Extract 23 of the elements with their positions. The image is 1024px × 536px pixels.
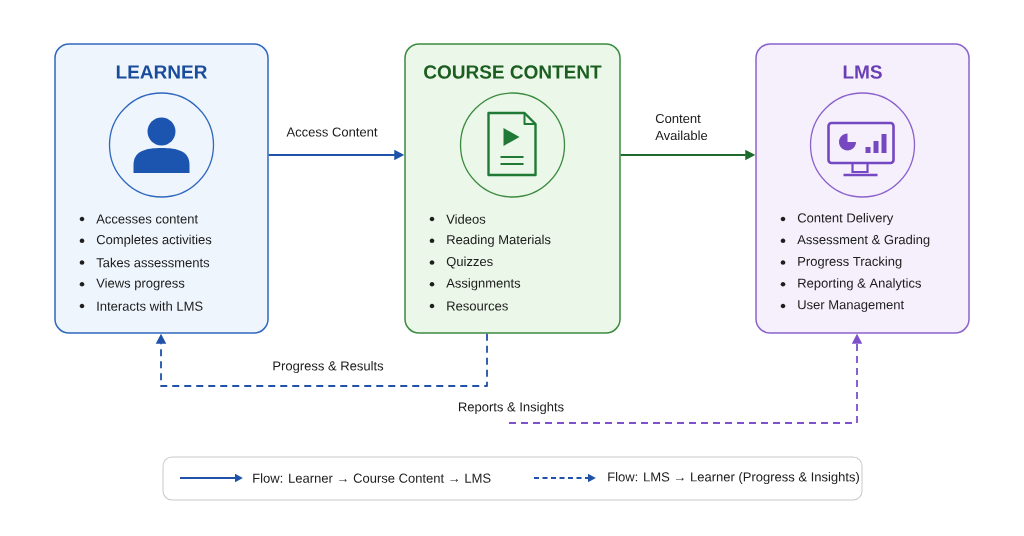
list-item: Views progress	[96, 278, 185, 291]
list-item: Completes activities	[96, 234, 212, 247]
edge-label: Content Available	[653, 111, 716, 143]
legend-text: Flow: Learner → Course Content → LMS	[253, 473, 491, 483]
list-item: Accesses content	[96, 214, 198, 224]
list-item: Quizzes	[446, 256, 493, 269]
list-item: Content Delivery	[797, 212, 894, 226]
list-item: Reading Materials	[447, 234, 551, 247]
edge-label: Access Content	[284, 125, 380, 139]
heading: LEARNER	[116, 65, 208, 79]
list-item: Interacts with LMS	[97, 301, 203, 311]
heading: LMS	[843, 65, 882, 79]
list-item: Reporting & Analytics	[798, 278, 921, 291]
list-item: Resources	[447, 301, 508, 311]
list-item: Takes assessments	[96, 257, 210, 268]
legend-text: Flow: LMS → Learner (Progress & Insights)	[608, 471, 859, 485]
list-item: Videos	[446, 214, 486, 224]
heading: COURSE CONTENT	[424, 65, 602, 79]
list-item: Assessment & Grading	[797, 234, 930, 247]
edge-label: Reports & Insights	[455, 399, 567, 417]
list-item: Assignments	[446, 278, 521, 291]
list-item: Progress Tracking	[798, 256, 902, 269]
list-item: User Management	[798, 300, 904, 312]
